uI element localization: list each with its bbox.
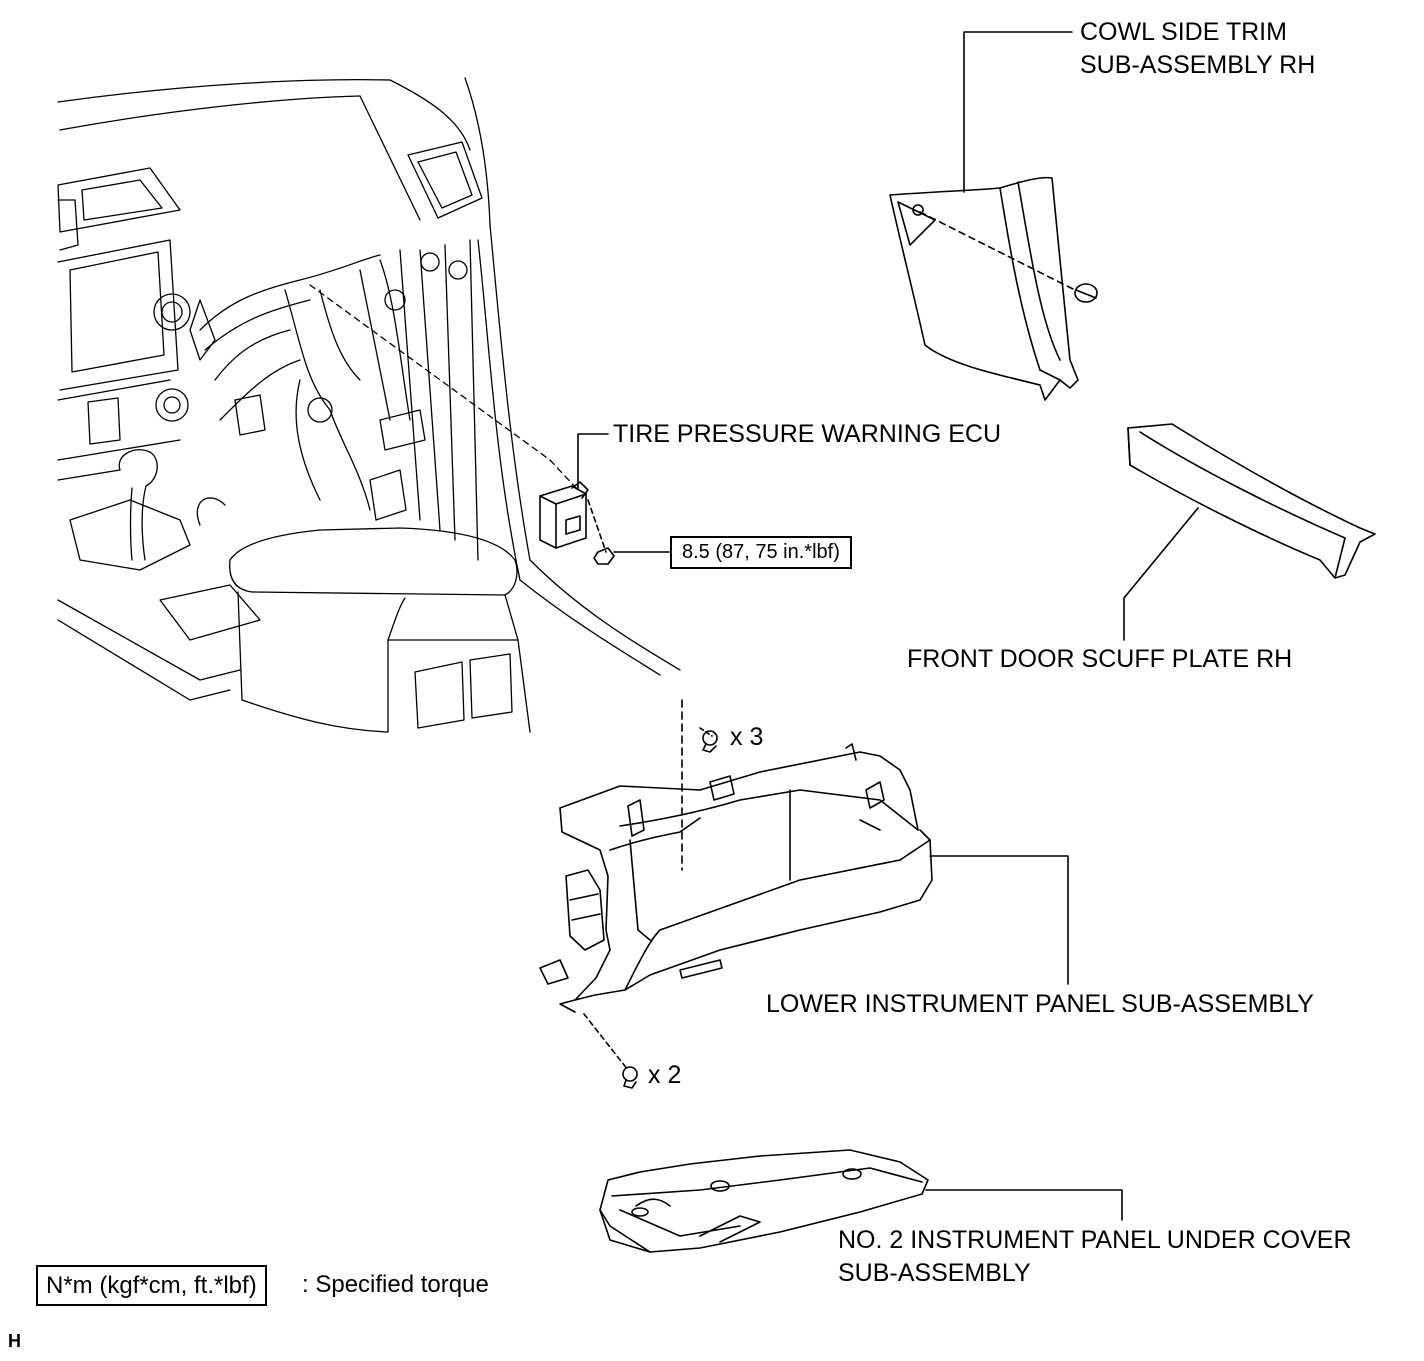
cowl-side-trim-label: COWL SIDE TRIM SUB-ASSEMBLY RH (1080, 18, 1316, 79)
figure-corner-code: H (8, 1331, 21, 1351)
torque-legend-box: N*m (kgf*cm, ft.*lbf) (36, 1265, 267, 1306)
lower-instrument-panel-part (539, 699, 933, 1013)
torque-legend-description: : Specified torque (302, 1271, 489, 1298)
lower-screw-group (583, 1013, 638, 1089)
front-door-scuff-plate-label: FRONT DOOR SCUFF PLATE RH (907, 645, 1293, 673)
leader-cowl-side-trim (963, 31, 1073, 193)
leader-lower-instrument-panel (929, 855, 1069, 985)
upper-screw-group (699, 727, 718, 753)
lower-instrument-panel-label: LOWER INSTRUMENT PANEL SUB-ASSEMBLY (766, 990, 1314, 1018)
torque-spec-box: 8.5 (87, 75 in.*lbf) (670, 536, 852, 569)
no2-under-cover-part (599, 1149, 929, 1253)
no2-under-cover-label: NO. 2 INSTRUMENT PANEL UNDER COVER SUB-A… (838, 1226, 1352, 1287)
dashboard-interior-drawing (57, 77, 681, 733)
front-door-scuff-plate-part (1127, 423, 1376, 579)
leader-front-door-scuff-plate (1123, 507, 1199, 641)
tire-pressure-ecu-label: TIRE PRESSURE WARNING ECU (613, 420, 1002, 448)
lower-screw-qty: x 2 (648, 1061, 682, 1089)
leader-no2-under-cover (925, 1189, 1123, 1221)
tire-pressure-ecu-part (539, 481, 615, 565)
cowl-side-trim-part (889, 176, 1098, 401)
leader-tire-pressure-ecu (577, 433, 609, 489)
upper-screw-qty: x 3 (730, 723, 764, 751)
